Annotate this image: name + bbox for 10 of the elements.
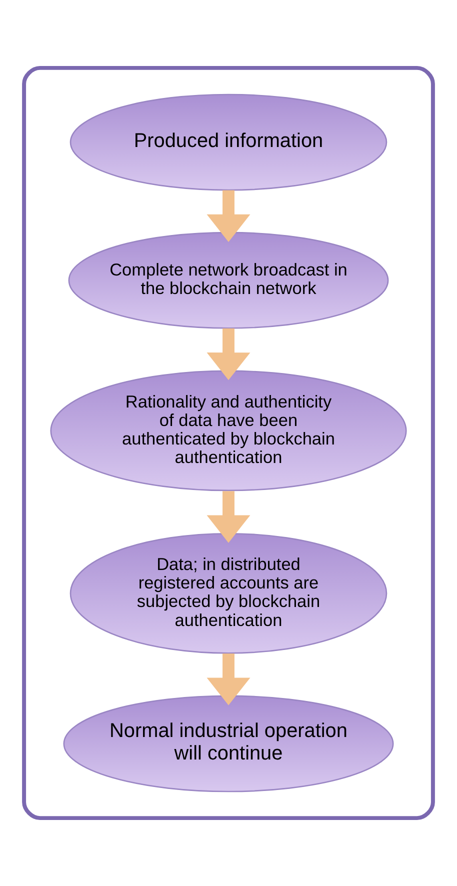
arrow: [206, 491, 250, 543]
node-ellipse: Rationality and authenticity of data have been authenticated by blockchain authentication: [50, 370, 407, 492]
node-ellipse: Complete network broadcast in the blockchain network: [68, 232, 389, 329]
arrow: [206, 190, 250, 242]
arrow: [206, 654, 250, 706]
cluster: [22, 66, 435, 820]
node-ellipse: Normal industrial operation will continue: [63, 695, 394, 792]
node-ellipse: Data; in distributed registered accounts are subjected by blockchain authentication: [70, 532, 388, 654]
arrow: [206, 328, 250, 380]
node-ellipse: Produced information: [70, 94, 388, 191]
